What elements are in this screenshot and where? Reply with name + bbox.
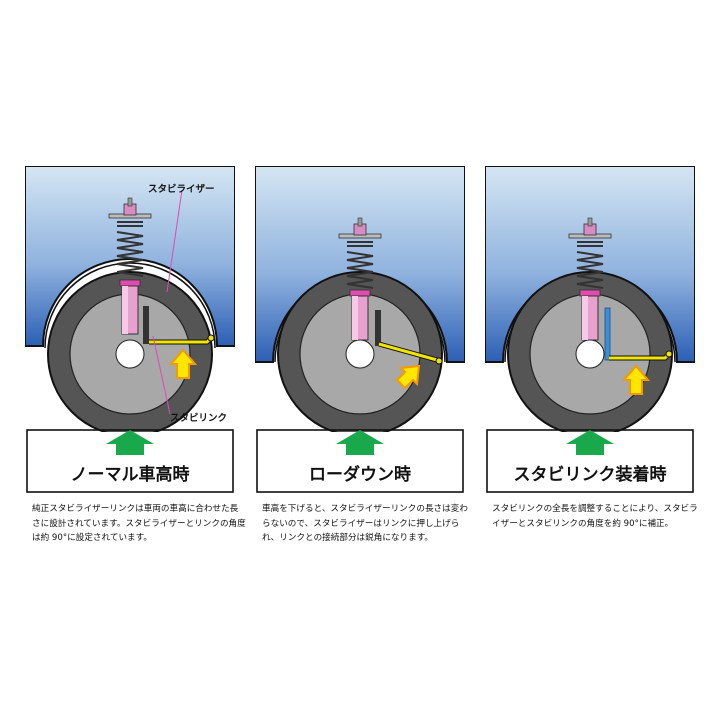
panel-normal-height: スタビライザー スタビリンク ノーマル車高時 (25, 166, 235, 496)
push-arrow-icon (395, 364, 421, 390)
hub (115, 339, 145, 369)
hub (345, 339, 375, 369)
panel-with-stabilink: スタビリンク装着時 (485, 166, 695, 496)
coil-spring (576, 241, 604, 289)
stabilizer-bar (378, 342, 438, 362)
stabilizer-link (375, 310, 381, 346)
stabilizer-label: スタビライザー (148, 184, 215, 195)
stabilink-label: スタビリンク (170, 413, 228, 424)
panel-description: 純正スタビライザーリンクは車両の車高に合わせた長さに設計されています。スタビライ… (32, 504, 246, 544)
up-arrow-icon (566, 430, 614, 455)
spring-seat (579, 289, 601, 297)
mount-bolt (127, 197, 133, 207)
stabilizer-bar-end (207, 334, 215, 342)
normal-height-diagram (25, 166, 235, 496)
panel-lowered: ローダウン時 (255, 166, 465, 496)
panel-title: ローダウン時 (309, 465, 411, 485)
spring-seat (349, 289, 371, 297)
mount-bolt (587, 217, 593, 227)
coil-spring (116, 221, 144, 277)
push-arrow-icon (168, 348, 198, 379)
leader-line-stabilizer (166, 189, 183, 293)
coil-spring (346, 241, 374, 289)
stabilizer-link (143, 306, 149, 344)
hub (575, 339, 605, 369)
stabilizer-bar-end (665, 350, 673, 358)
strut-highlight (352, 296, 358, 340)
push-arrow-icon (621, 364, 651, 395)
adjustable-stabilink (604, 307, 611, 361)
panel-description: スタビリンクの全長を調整することにより、スタビライザーとスタビリンクの角度を約 … (492, 504, 698, 529)
stabilink-diagram (485, 166, 695, 496)
stabilizer-bar-end (435, 357, 443, 365)
up-arrow-icon (106, 430, 154, 455)
mount-bolt (357, 217, 363, 227)
panel-title: ノーマル車高時 (70, 465, 190, 485)
panel-description: 車高を下げると、スタビライザーリンクの長さは変わらないので、スタビライザーはリン… (262, 504, 468, 544)
lowered-diagram (255, 166, 465, 496)
leader-line-stabilink (152, 335, 171, 415)
strut-highlight (122, 286, 128, 334)
up-arrow-icon (336, 430, 384, 455)
strut-highlight (582, 296, 588, 340)
fender-arch (44, 262, 216, 349)
spring-seat (119, 279, 141, 287)
panel-title: スタビリンク装着時 (513, 465, 667, 485)
